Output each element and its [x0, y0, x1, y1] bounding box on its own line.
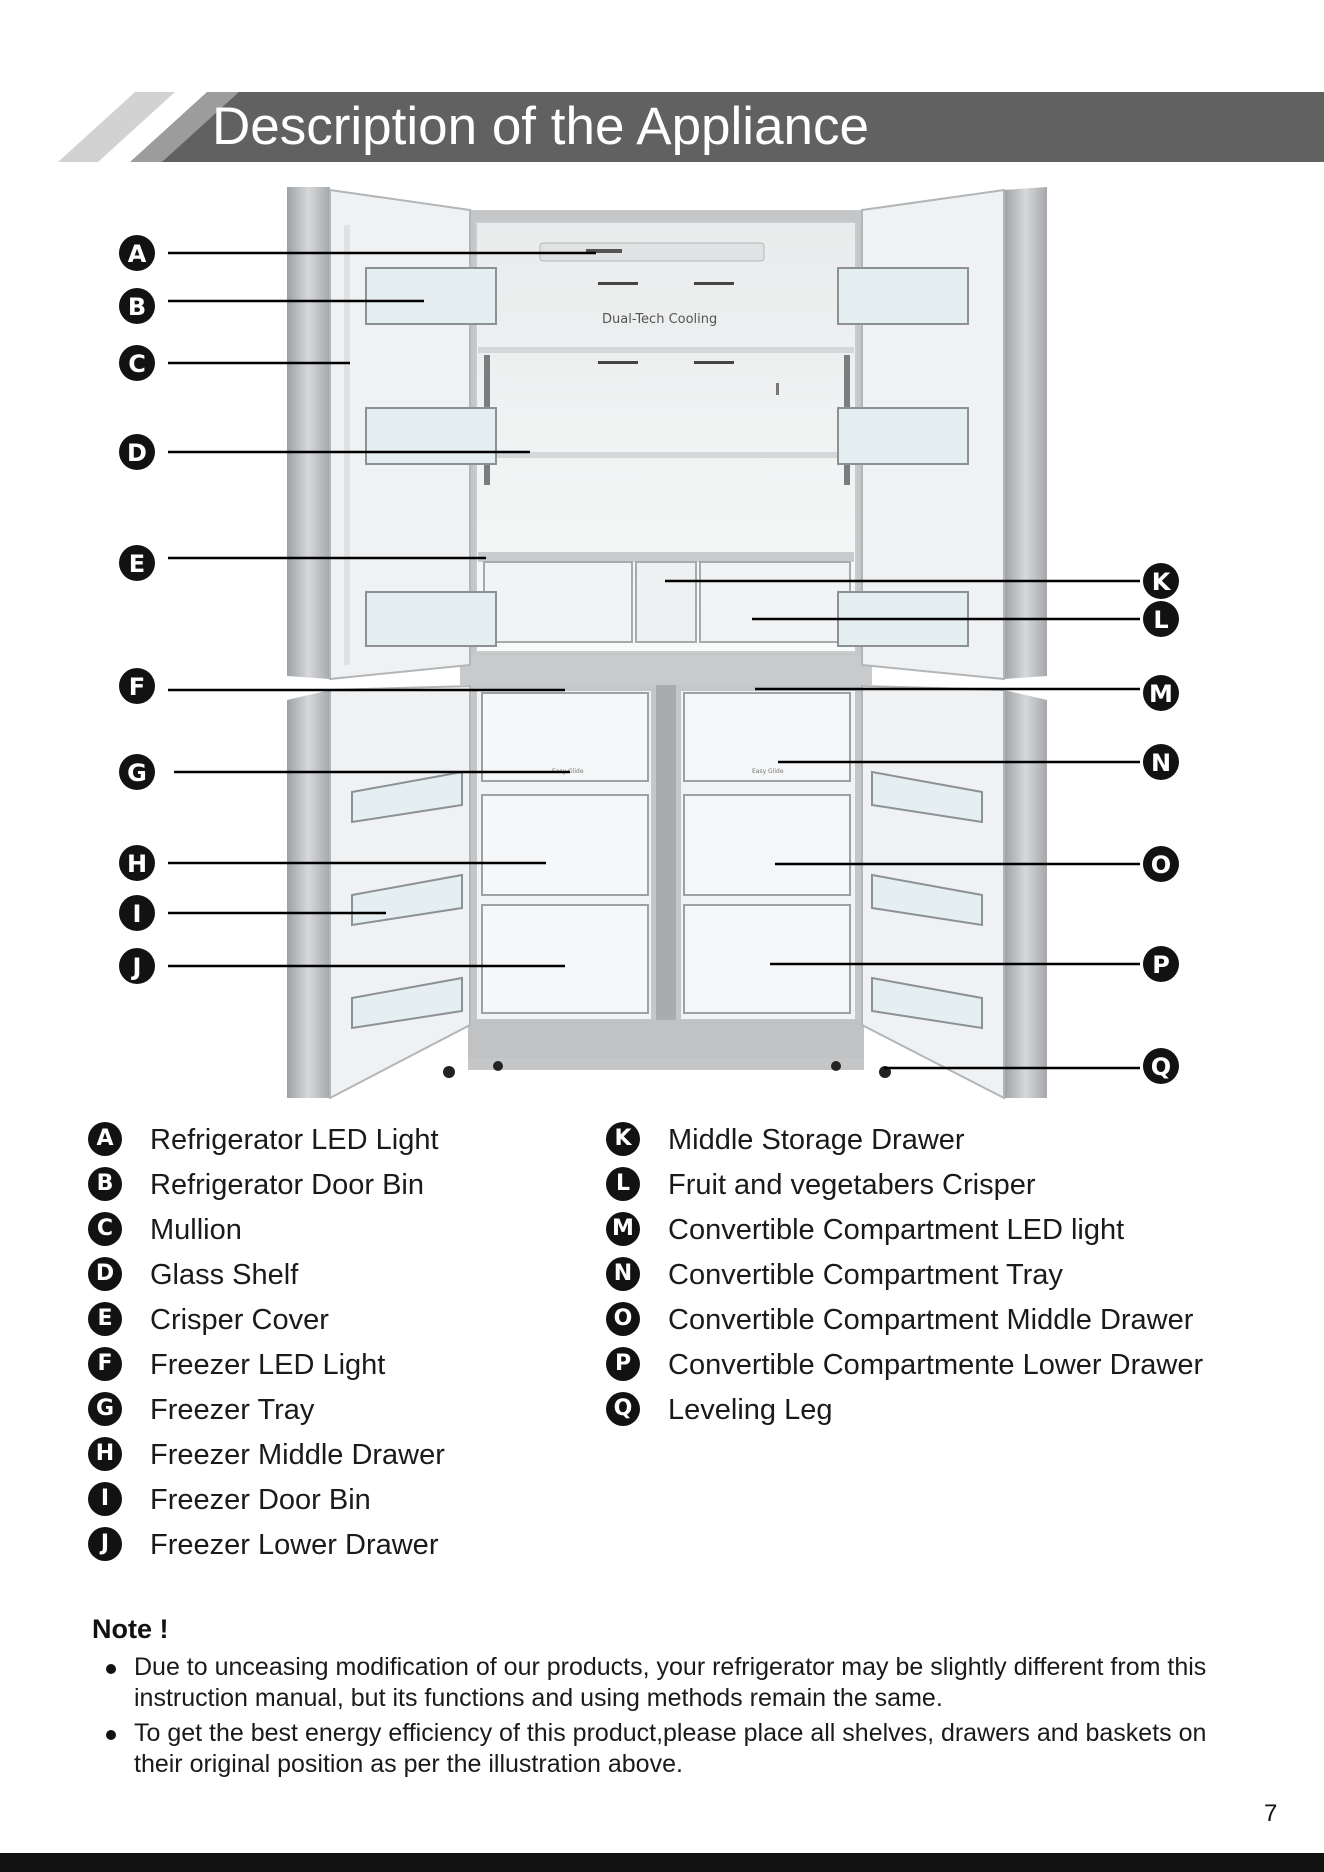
svg-text:P: P [1152, 951, 1170, 979]
svg-text:K: K [1152, 568, 1172, 596]
note-section: Note ! Due to unceasing modification of … [92, 1612, 1242, 1784]
legend-label: Refrigerator LED Light [150, 1123, 439, 1157]
freezer-left-door [287, 686, 470, 1098]
badge-n: N [1143, 744, 1179, 780]
legend-badge: A [88, 1122, 122, 1156]
page-header: Description of the Appliance [0, 0, 1324, 180]
svg-text:L: L [1153, 606, 1168, 634]
note-item: Due to unceasing modification of our pro… [92, 1652, 1242, 1714]
legend-label: Convertible Compartment LED light [668, 1213, 1124, 1247]
badge-q: Q [1143, 1048, 1179, 1084]
legend-badge: J [88, 1527, 122, 1561]
mullion [344, 225, 350, 665]
note-item: To get the best energy efficiency of thi… [92, 1718, 1242, 1780]
badge-c: C [119, 345, 155, 381]
legend-badge: L [606, 1167, 640, 1201]
svg-text:F: F [129, 673, 145, 701]
legend-label: Fruit and vegetabers Crisper [668, 1168, 1036, 1202]
legend-badge: O [606, 1302, 640, 1336]
appliance-diagram: Dual-Tech Cooling Easy Glide [0, 180, 1324, 1110]
badge-e: E [119, 545, 155, 581]
legend-label: Convertible Compartment Tray [668, 1258, 1063, 1292]
crisper-cover [478, 552, 854, 562]
legend-badge: Q [606, 1392, 640, 1426]
legend-badge: D [88, 1257, 122, 1291]
legend-label: Freezer Middle Drawer [150, 1438, 445, 1472]
svg-text:N: N [1151, 749, 1171, 777]
legend-badge: H [88, 1437, 122, 1471]
legend-badge: N [606, 1257, 640, 1291]
fruit-vegetable-crisper [700, 562, 850, 642]
badge-o: O [1143, 846, 1179, 882]
badge-g: G [119, 754, 155, 790]
legend-badge: P [606, 1347, 640, 1381]
legend-badge: M [606, 1212, 640, 1246]
svg-text:I: I [133, 900, 142, 928]
svg-text:J: J [131, 953, 142, 981]
badge-m: M [1143, 675, 1179, 711]
legend-label: Glass Shelf [150, 1258, 298, 1292]
legend-badge: I [88, 1482, 122, 1516]
legend-badge: K [606, 1122, 640, 1156]
note-list: Due to unceasing modification of our pro… [92, 1652, 1242, 1780]
freezer-middle-drawer [482, 795, 648, 895]
legend-label: Crisper Cover [150, 1303, 329, 1337]
fridge-illustration: Dual-Tech Cooling Easy Glide [0, 180, 1324, 1110]
svg-text:O: O [1151, 851, 1171, 879]
badge-d: D [119, 434, 155, 470]
badge-f: F [119, 668, 155, 704]
svg-text:A: A [128, 240, 147, 268]
legend-label: Freezer Lower Drawer [150, 1528, 438, 1562]
legend-label: Refrigerator Door Bin [150, 1168, 424, 1202]
convertible-lower-drawer [684, 905, 850, 1013]
badge-p: P [1143, 946, 1179, 982]
easy-glide-right: Easy Glide [752, 768, 784, 775]
badge-k: K [1143, 563, 1179, 599]
note-title: Note ! [92, 1612, 1242, 1646]
badge-l: L [1143, 601, 1179, 637]
svg-text:B: B [128, 293, 146, 321]
page-number: 7 [1264, 1800, 1277, 1828]
badge-i: I [119, 895, 155, 931]
badge-j: J [119, 948, 155, 984]
svg-text:Q: Q [1151, 1053, 1171, 1081]
legend-badge: G [88, 1392, 122, 1426]
legend-label: Convertible Compartment Middle Drawer [668, 1303, 1193, 1337]
legend-badge: F [88, 1347, 122, 1381]
svg-text:C: C [128, 350, 146, 378]
legend-label: Leveling Leg [668, 1393, 832, 1427]
svg-text:M: M [1149, 680, 1173, 708]
leveling-leg-left [443, 1066, 455, 1078]
footer-bar [0, 1853, 1324, 1872]
convertible-middle-drawer [684, 795, 850, 895]
legend-label: Freezer Tray [150, 1393, 314, 1427]
convertible-right-door [862, 686, 1047, 1098]
legend-label: Middle Storage Drawer [668, 1123, 965, 1157]
refrigerator-door-bin [366, 268, 496, 324]
badge-a: A [119, 235, 155, 271]
svg-text:E: E [129, 550, 145, 578]
refrigerator-left-door [287, 187, 496, 679]
page-title: Description of the Appliance [212, 96, 869, 158]
badge-h: H [119, 845, 155, 881]
svg-text:H: H [127, 850, 147, 878]
legend-badge: C [88, 1212, 122, 1246]
legend-label: Freezer Door Bin [150, 1483, 371, 1517]
svg-text:D: D [127, 439, 147, 467]
middle-storage-drawer [636, 562, 696, 642]
refrigerator-right-door [838, 187, 1047, 679]
legend-badge: E [88, 1302, 122, 1336]
crisper-area [478, 552, 854, 642]
legend-badge: B [88, 1167, 122, 1201]
legend-label: Convertible Compartmente Lower Drawer [668, 1348, 1203, 1382]
dual-tech-cooling-text: Dual-Tech Cooling [602, 312, 717, 327]
freezer-lower-drawer [482, 905, 648, 1013]
legend-label: Freezer LED Light [150, 1348, 385, 1382]
legend-label: Mullion [150, 1213, 242, 1247]
badge-b: B [119, 288, 155, 324]
svg-text:G: G [127, 759, 147, 787]
